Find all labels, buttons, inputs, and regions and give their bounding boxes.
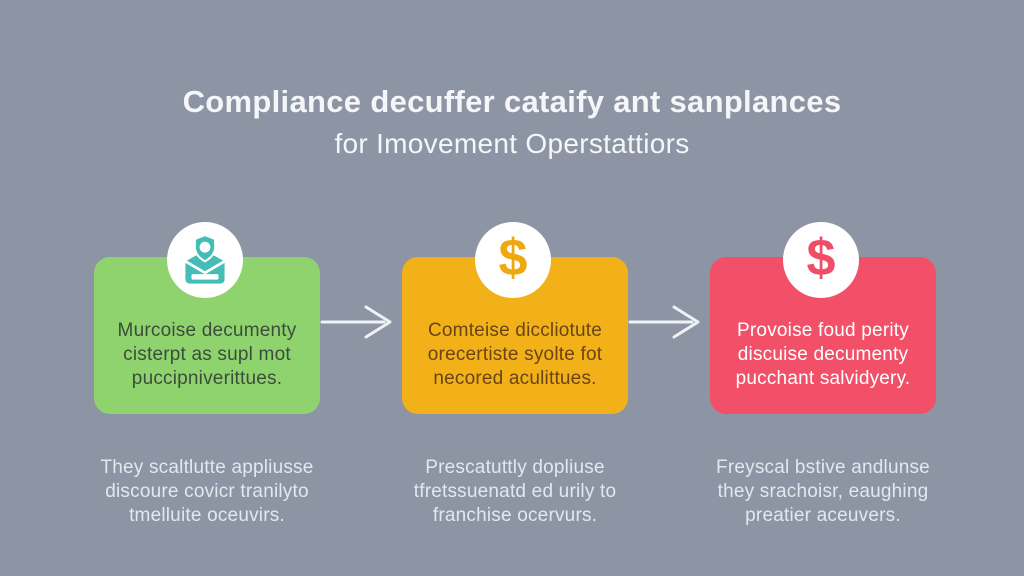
step-card-1-line3: puccipniverittues. <box>131 368 283 389</box>
step-card-1-line2: cisterpt as supl mot <box>123 344 291 365</box>
step-1-icon-badge <box>167 222 243 298</box>
step-card-2-line2: orecertiste syolte fot <box>427 344 603 365</box>
title-line1-bold: decuffer cataify ant sanplances <box>370 84 842 119</box>
step-card-3-line3: pucchant salvidyery. <box>735 368 911 389</box>
arrow-right-icon <box>320 303 396 341</box>
step-card-3-line2: discuise decumenty <box>737 344 909 365</box>
title-line2: for Imovement Operstattiors <box>334 128 690 159</box>
dollar-icon: $ <box>806 228 836 287</box>
step-2-caption-line2: tfretssuenatd ed urily to <box>413 481 617 502</box>
step-3-caption-line3: preatier aceuvers. <box>745 505 901 526</box>
step-card-2: Comteise diccliotute orecertiste syolte … <box>402 257 628 414</box>
step-1-caption-line3: tmelluite oceuvirs. <box>129 505 285 526</box>
step-card-3-line1: Provoise foud perity <box>737 320 909 341</box>
step-card-1-text: Murcoise decumenty cisterpt as supl mot … <box>94 319 320 391</box>
dollar-icon: $ <box>498 228 528 287</box>
step-2-caption: Prescatuttly dopliuse tfretssuenatd ed u… <box>402 456 628 528</box>
step-3-caption-line1: Freyscal bstive andlunse <box>716 457 930 478</box>
step-2-caption-line3: franchise ocervurs. <box>432 505 598 526</box>
step-2-icon-badge: $ <box>475 222 551 298</box>
step-3-caption: Freyscal bstive andlunse they srachoisr,… <box>710 456 936 528</box>
step-card-2-text: Comteise diccliotute orecertiste syolte … <box>402 319 628 391</box>
title-line1-lead: Compliance <box>182 84 362 119</box>
step-card-1-line1: Murcoise decumenty <box>117 320 297 341</box>
step-1-caption: They scaltlutte appliusse discoure covic… <box>94 456 320 528</box>
step-card-2-line3: necored aculittues. <box>433 368 597 389</box>
step-card-3: Provoise foud perity discuise decumenty … <box>710 257 936 414</box>
step-card-2-line1: Comteise diccliotute <box>427 320 603 341</box>
step-1-caption-line2: discoure covicr tranilyto <box>105 481 309 502</box>
step-2-caption-line1: Prescatuttly dopliuse <box>425 457 605 478</box>
step-card-3-text: Provoise foud perity discuise decumenty … <box>710 319 936 391</box>
step-3-icon-badge: $ <box>783 222 859 298</box>
step-1-caption-line1: They scaltlutte appliusse <box>100 457 314 478</box>
step-3-caption-line2: they srachoisr, eaughing <box>717 481 929 502</box>
id-badge-mail-icon <box>178 233 232 287</box>
arrow-right-icon <box>628 303 704 341</box>
